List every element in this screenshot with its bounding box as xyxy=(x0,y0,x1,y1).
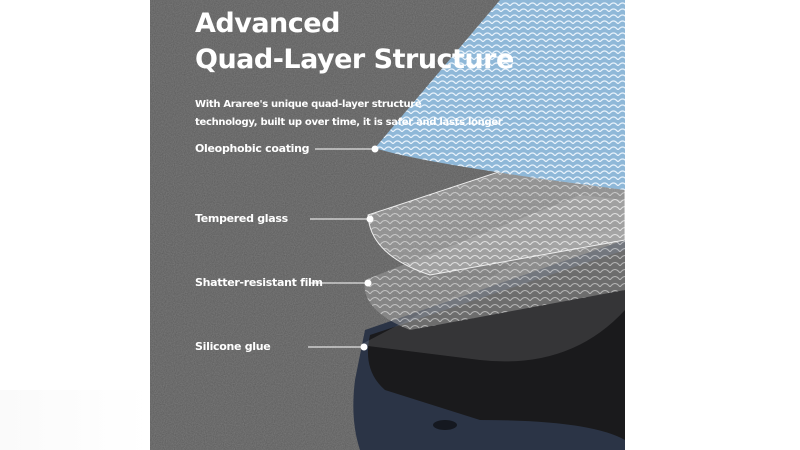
usb-port xyxy=(433,420,457,430)
blank-margin xyxy=(0,390,150,450)
description-line1: With Araree's unique quad-layer structur… xyxy=(195,99,422,110)
product-infographic: Advanced Quad-Layer Structure With Arare… xyxy=(150,0,625,450)
label-tempered-glass: Tempered glass xyxy=(195,212,288,225)
label-silicone-glue: Silicone glue xyxy=(195,340,271,353)
label-oleophobic-coating: Oleophobic coating xyxy=(195,142,310,155)
description-line2: technology, built up over time, it is sa… xyxy=(195,117,503,128)
headline-line2: Quad-Layer Structure xyxy=(195,44,514,75)
headline-line1: Advanced xyxy=(195,8,340,39)
layer-illustration xyxy=(150,0,625,450)
description: With Araree's unique quad-layer structur… xyxy=(195,96,503,132)
callout-lines xyxy=(308,145,379,351)
label-shatter-resistant-film: Shatter-resistant film xyxy=(195,276,323,289)
